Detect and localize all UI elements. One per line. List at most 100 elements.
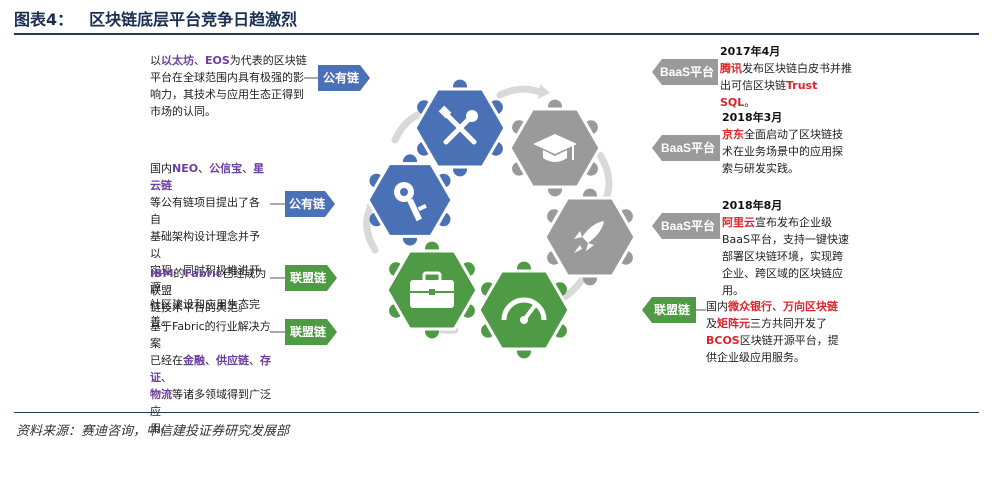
right-description-line: 国内微众银行、万向区块链 — [706, 298, 846, 315]
highlight-text: IBM — [150, 267, 174, 280]
right-description-line: 腾讯发布区块链白皮书并推 — [720, 60, 855, 77]
description-text: 社区建设和应用生态完善。 — [150, 298, 260, 328]
left-description-2: 国内NEO、公信宝、星云链等公有链项目提出了各自基础架构设计理念并予以实现，同时… — [150, 160, 270, 330]
right-description-line: 及矩阵元三方共同开发了 — [706, 315, 846, 332]
right-description-line: 部署区块链环境，实现跨 — [722, 248, 852, 265]
left-description-line: 基于Fabric的行业解决方案 — [150, 318, 275, 352]
left-description-4: 基于Fabric的行业解决方案已经在金融、供应链、存证、物流等诸多领域得到广泛应… — [150, 318, 275, 437]
key-icon — [394, 182, 427, 222]
description-text: 宣布发布企业级 — [755, 216, 832, 229]
left-tag-1: 公有链 — [323, 70, 360, 85]
right-description-line: 企业、跨区域的区块链应 — [722, 265, 852, 282]
diagram-canvas: 公有链 公有链 联盟链 联盟链 BaaS平台 BaaS平台 BaaS平台 联盟链 — [270, 59, 720, 359]
highlight-text: 以太坊 — [161, 54, 194, 67]
description-text: 市场的认同。 — [150, 105, 216, 118]
right-description-line: 阿里云宣布发布企业级 — [722, 214, 852, 231]
description-text: BaaS平台，支持一键快速 — [722, 233, 850, 246]
description-text: 、 — [249, 354, 260, 367]
highlight-text: 矩阵元 — [717, 317, 750, 330]
right-description-line: 2018年8月 — [722, 197, 852, 214]
description-text: 、 — [772, 300, 783, 313]
left-tag-3: 联盟链 — [290, 270, 327, 285]
highlight-text: 腾讯 — [720, 62, 742, 75]
right-description-line: 2017年4月 — [720, 43, 855, 60]
description-text: 用。 — [150, 422, 172, 435]
description-text: 、 — [194, 54, 205, 67]
right-description-line: 供企业级应用服务。 — [706, 349, 846, 366]
highlight-text: 万向区块链 — [783, 300, 838, 313]
right-tag-4: 联盟链 — [654, 302, 691, 317]
tools-icon — [438, 105, 478, 145]
description-text: 已经成为联盟 — [150, 267, 267, 297]
description-text: 出可信区块链 — [720, 79, 786, 92]
description-text: 为代表的区块链 — [229, 54, 307, 67]
highlight-text: 星云链 — [150, 162, 265, 192]
speedometer-icon — [501, 297, 547, 324]
right-tag-3: BaaS平台 — [661, 218, 715, 233]
figure-title: 图表4：区块链底层平台竞争日趋激烈 — [14, 6, 297, 30]
top-rule — [14, 33, 979, 35]
rocket-icon — [574, 221, 604, 253]
description-text: 已经在 — [150, 354, 183, 367]
left-description-line: 等公有链项目提出了各自 — [150, 194, 270, 228]
description-text: 链技术平台的典范。 — [150, 301, 249, 314]
right-description-line: 出可信区块链Trust SQL。 — [720, 77, 855, 111]
left-description-line: IBM的Fabric已经成为联盟 — [150, 265, 275, 299]
hexagon-speedometer — [477, 261, 571, 359]
right-tag-2: BaaS平台 — [661, 140, 715, 155]
highlight-text: NEO — [172, 162, 199, 175]
source-note: 资料来源：赛迪咨询，中信建投证券研究发展部 — [16, 424, 290, 439]
description-text: 索与研发实践。 — [722, 162, 799, 175]
highlight-text: 阿里云 — [722, 216, 755, 229]
description-text: 、 — [205, 354, 216, 367]
description-text: 全面启动了区块链技 — [744, 128, 843, 141]
highlight-text: 2018年8月 — [722, 199, 783, 212]
briefcase-icon — [410, 271, 454, 308]
left-description-1: 以以太坊、EOS为代表的区块链平台在全球范围内具有极强的影响力，其技术与应用生态… — [150, 52, 310, 120]
highlight-text: 公信宝 — [209, 162, 243, 175]
left-description-line: 基础架构设计理念并予以 — [150, 228, 270, 262]
right-description-line: 用。 — [722, 282, 852, 299]
description-text: 响力，其技术与应用生态正得到 — [150, 88, 304, 101]
left-tag-2: 公有链 — [289, 196, 326, 211]
left-description-line: 市场的认同。 — [150, 103, 310, 120]
left-description-line: 以以太坊、EOS为代表的区块链 — [150, 52, 310, 69]
highlight-text: 物流 — [150, 388, 172, 401]
highlight-text: Trust SQL — [720, 79, 818, 109]
description-text: 企业、跨区域的区块链应 — [722, 267, 843, 280]
right-description-2: 2018年3月京东全面启动了区块链技术在业务场景中的应用探索与研发实践。 — [722, 109, 852, 177]
right-description-line: BCOS区块链开源平台，提 — [706, 332, 846, 349]
graduation-cap-icon — [533, 134, 577, 162]
description-text: 国内 — [706, 300, 728, 313]
bottom-rule — [14, 412, 979, 413]
left-description-line: 链技术平台的典范。 — [150, 299, 275, 316]
description-text: 三方共同开发了 — [750, 317, 827, 330]
right-description-line: 术在业务场景中的应用探 — [722, 143, 852, 160]
description-text: 供企业级应用服务。 — [706, 351, 805, 364]
description-text: 等诸多领域得到广泛应 — [150, 388, 271, 418]
highlight-text: 供应链 — [216, 354, 249, 367]
highlight-text: 2018年3月 — [722, 111, 783, 124]
left-tag-4: 联盟链 — [290, 324, 327, 339]
description-text: 、 — [198, 162, 210, 175]
description-text: 。 — [744, 96, 756, 109]
description-text: 基于Fabric的行业解决方案 — [150, 320, 271, 350]
left-description-line: 国内NEO、公信宝、星云链 — [150, 160, 270, 194]
right-description-1: 2017年4月腾讯发布区块链白皮书并推出可信区块链Trust SQL。 — [720, 43, 855, 111]
description-text: 术在业务场景中的应用探 — [722, 145, 843, 158]
highlight-text: Fabric — [184, 267, 223, 280]
description-text: 国内 — [150, 162, 172, 175]
left-description-line: 社区建设和应用生态完善。 — [150, 296, 270, 330]
hexagon-rocket — [543, 188, 637, 286]
description-text: 发布区块链白皮书并推 — [742, 62, 852, 75]
left-description-3: IBM的Fabric已经成为联盟链技术平台的典范。 — [150, 265, 275, 316]
highlight-text: 微众银行 — [728, 300, 772, 313]
right-description-line: 2018年3月 — [722, 109, 852, 126]
left-description-line: 已经在金融、供应链、存证、 — [150, 352, 275, 386]
right-description-line: 京东全面启动了区块链技 — [722, 126, 852, 143]
description-text: 、 — [161, 371, 172, 384]
left-description-line: 物流等诸多领域得到广泛应 — [150, 386, 275, 420]
hexagon-tools — [413, 79, 507, 177]
highlight-text: 存证 — [150, 354, 271, 384]
description-text: 的 — [173, 267, 185, 280]
